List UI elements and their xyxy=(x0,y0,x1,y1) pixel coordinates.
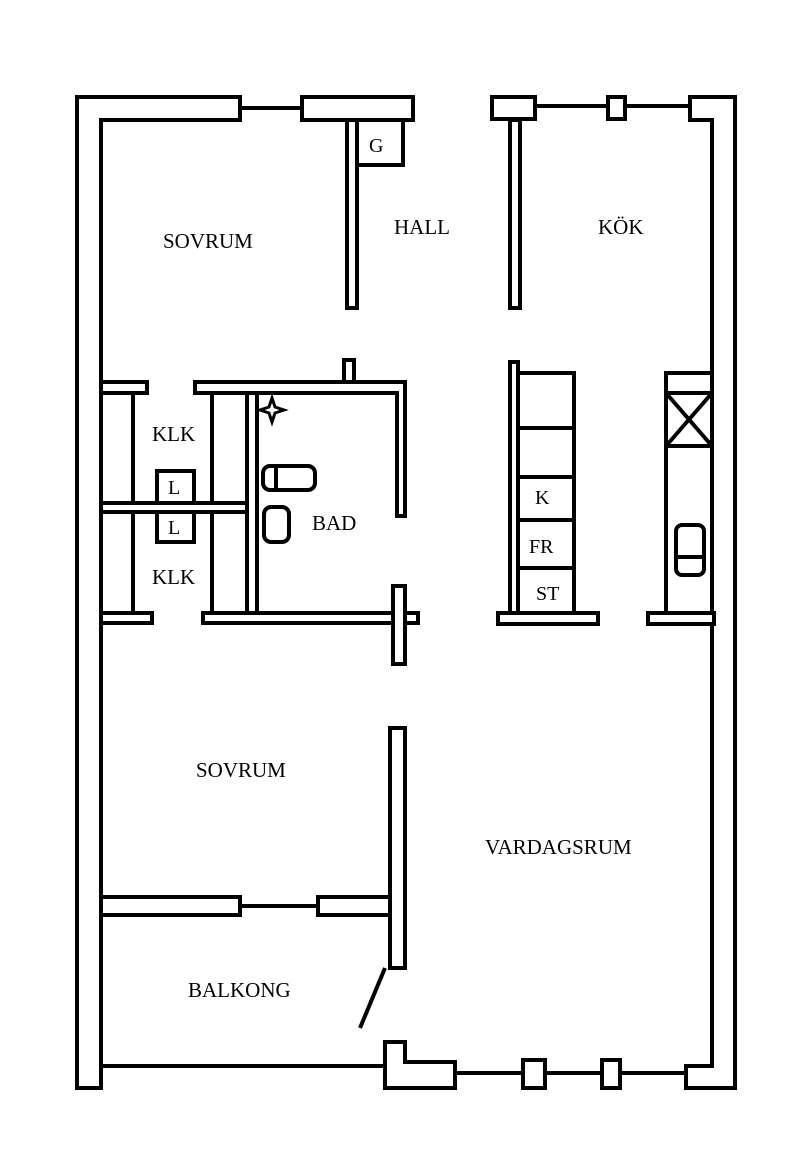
wall-balcony-right xyxy=(316,895,392,917)
toilet-icon xyxy=(262,505,291,544)
label-st: ST xyxy=(536,583,559,605)
label-l: L xyxy=(168,477,180,499)
wardrobe-g xyxy=(355,118,405,167)
wall-klk-top xyxy=(99,380,149,395)
room-label-kok: KÖK xyxy=(598,215,644,239)
kitchen-sink-icon xyxy=(674,523,706,577)
room-label-klk: KLK xyxy=(152,565,195,589)
wall-bottom-pillar xyxy=(600,1058,622,1090)
label-k: K xyxy=(535,487,550,509)
room-label-bad: BAD xyxy=(312,511,356,535)
kitchen-cabinets xyxy=(516,371,576,615)
room-label-vardagsrum: VARDAGSRUM xyxy=(485,835,632,859)
room-label-klk: KLK xyxy=(152,422,195,446)
wall-bad-top xyxy=(193,380,407,518)
wall-bad-bottom xyxy=(201,611,420,625)
wall-bottom-corner xyxy=(383,1040,457,1090)
wall-top-pillar xyxy=(490,95,537,121)
wall-bedroom-living xyxy=(388,726,407,970)
wall-stub xyxy=(342,358,356,384)
wall-bottom-pillar xyxy=(521,1058,547,1090)
wall-bad-right-lower xyxy=(391,584,407,666)
room-label-hall: HALL xyxy=(394,215,450,239)
wall-kitchen-bottom-left xyxy=(496,611,600,626)
label-fr: FR xyxy=(529,536,554,558)
ceiling-light-icon xyxy=(255,393,289,427)
label-g: G xyxy=(369,135,383,157)
label-l: L xyxy=(168,517,180,539)
wall-top-segment xyxy=(300,95,415,122)
wall-kitchen-bottom-right xyxy=(646,611,716,626)
wall-hall-right xyxy=(508,118,522,310)
wall-top-pillar xyxy=(606,95,627,121)
linen-l-top xyxy=(155,469,196,505)
room-label-sovrum: SOVRUM xyxy=(163,229,253,253)
range-hood-cross xyxy=(664,391,714,448)
door-swing xyxy=(358,967,387,1029)
room-label-balkong: BALKONG xyxy=(188,978,291,1002)
linen-l-bottom xyxy=(155,510,196,544)
room-label-sovrum: SOVRUM xyxy=(196,758,286,782)
wall-klk-bottom xyxy=(99,611,154,625)
wall-left xyxy=(75,95,242,1090)
wall-balcony-left xyxy=(99,895,242,917)
wall-hall-left xyxy=(345,118,359,310)
sink-icon xyxy=(261,464,317,492)
wall-right xyxy=(684,95,737,1090)
